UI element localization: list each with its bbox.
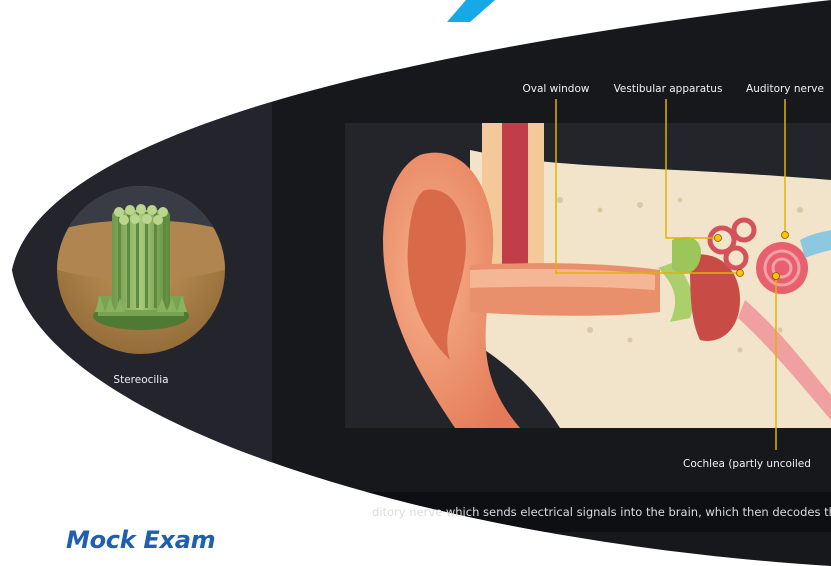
oval-window-dot — [737, 270, 744, 277]
cochlea-dot — [773, 273, 780, 280]
auditory-nerve-dot — [782, 232, 789, 239]
label-vestibular-apparatus: Vestibular apparatus — [614, 83, 723, 95]
label-auditory-nerve: Auditory nerve — [746, 83, 824, 95]
vestibular-dot — [715, 235, 722, 242]
stereocilia-label: Stereocilia — [113, 374, 168, 386]
ear-anatomy-diagram: Oval window Vestibular apparatus Auditor… — [345, 83, 831, 470]
page-title: Mock Exam — [66, 526, 215, 554]
label-oval-window: Oval window — [522, 83, 589, 95]
diagram-caption: ditory nerve which sends electrical sign… — [372, 501, 831, 523]
label-cochlea: Cochlea (partly uncoiled — [683, 458, 811, 470]
accent-stroke — [447, 0, 495, 22]
